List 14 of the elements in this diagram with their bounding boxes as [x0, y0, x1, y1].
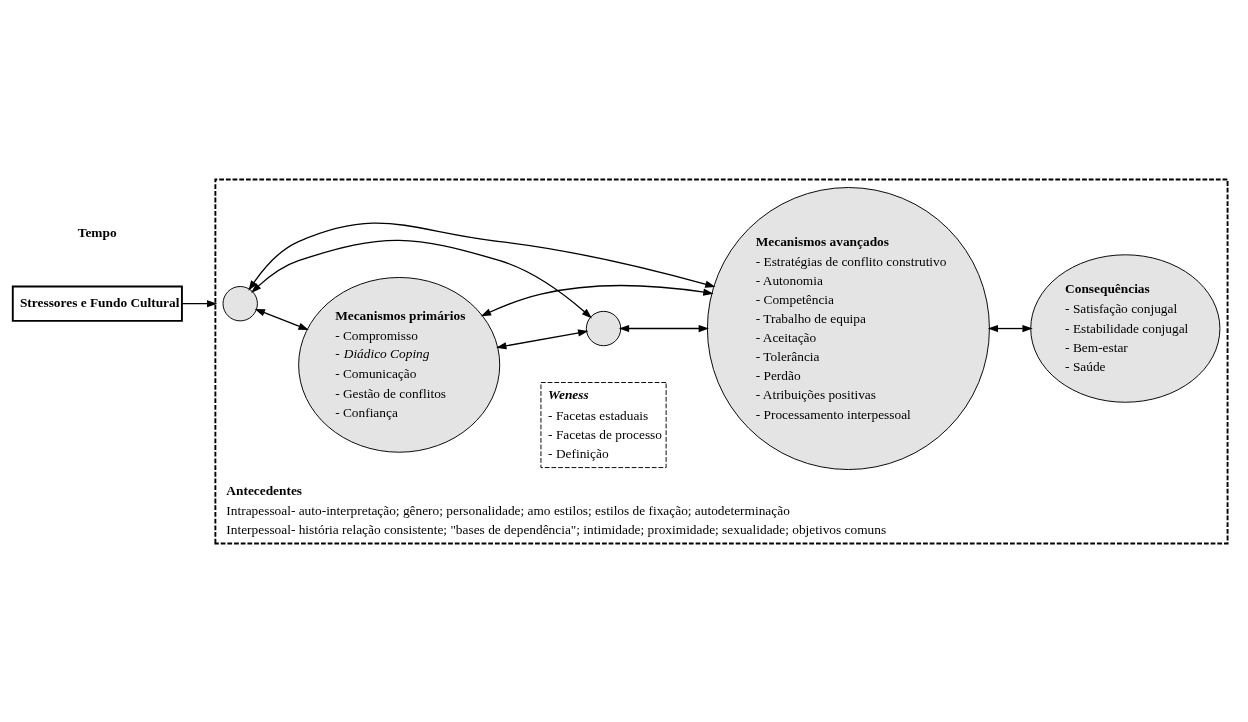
- node-ellipse: Consequências - Satisfação conjugal - Estabilidade conjugal - Bem-estar - Saúde: [1030, 253, 1221, 403]
- arrow: [987, 324, 1033, 332]
- arrow: [480, 284, 714, 316]
- arrow: [248, 222, 716, 291]
- arrow: [251, 239, 593, 318]
- node-circle: [222, 285, 258, 321]
- node-box: Stressores e Fundo Cultural: [11, 285, 183, 322]
- label: Tempo: [77, 224, 117, 240]
- node-circle: [585, 310, 622, 346]
- node-box: Weness - Facetas estaduais - Facetas de processo - Definição: [540, 381, 667, 468]
- arrow: [496, 328, 589, 349]
- arrow: [254, 308, 309, 330]
- arrow: [618, 324, 709, 332]
- arrow: [181, 299, 218, 307]
